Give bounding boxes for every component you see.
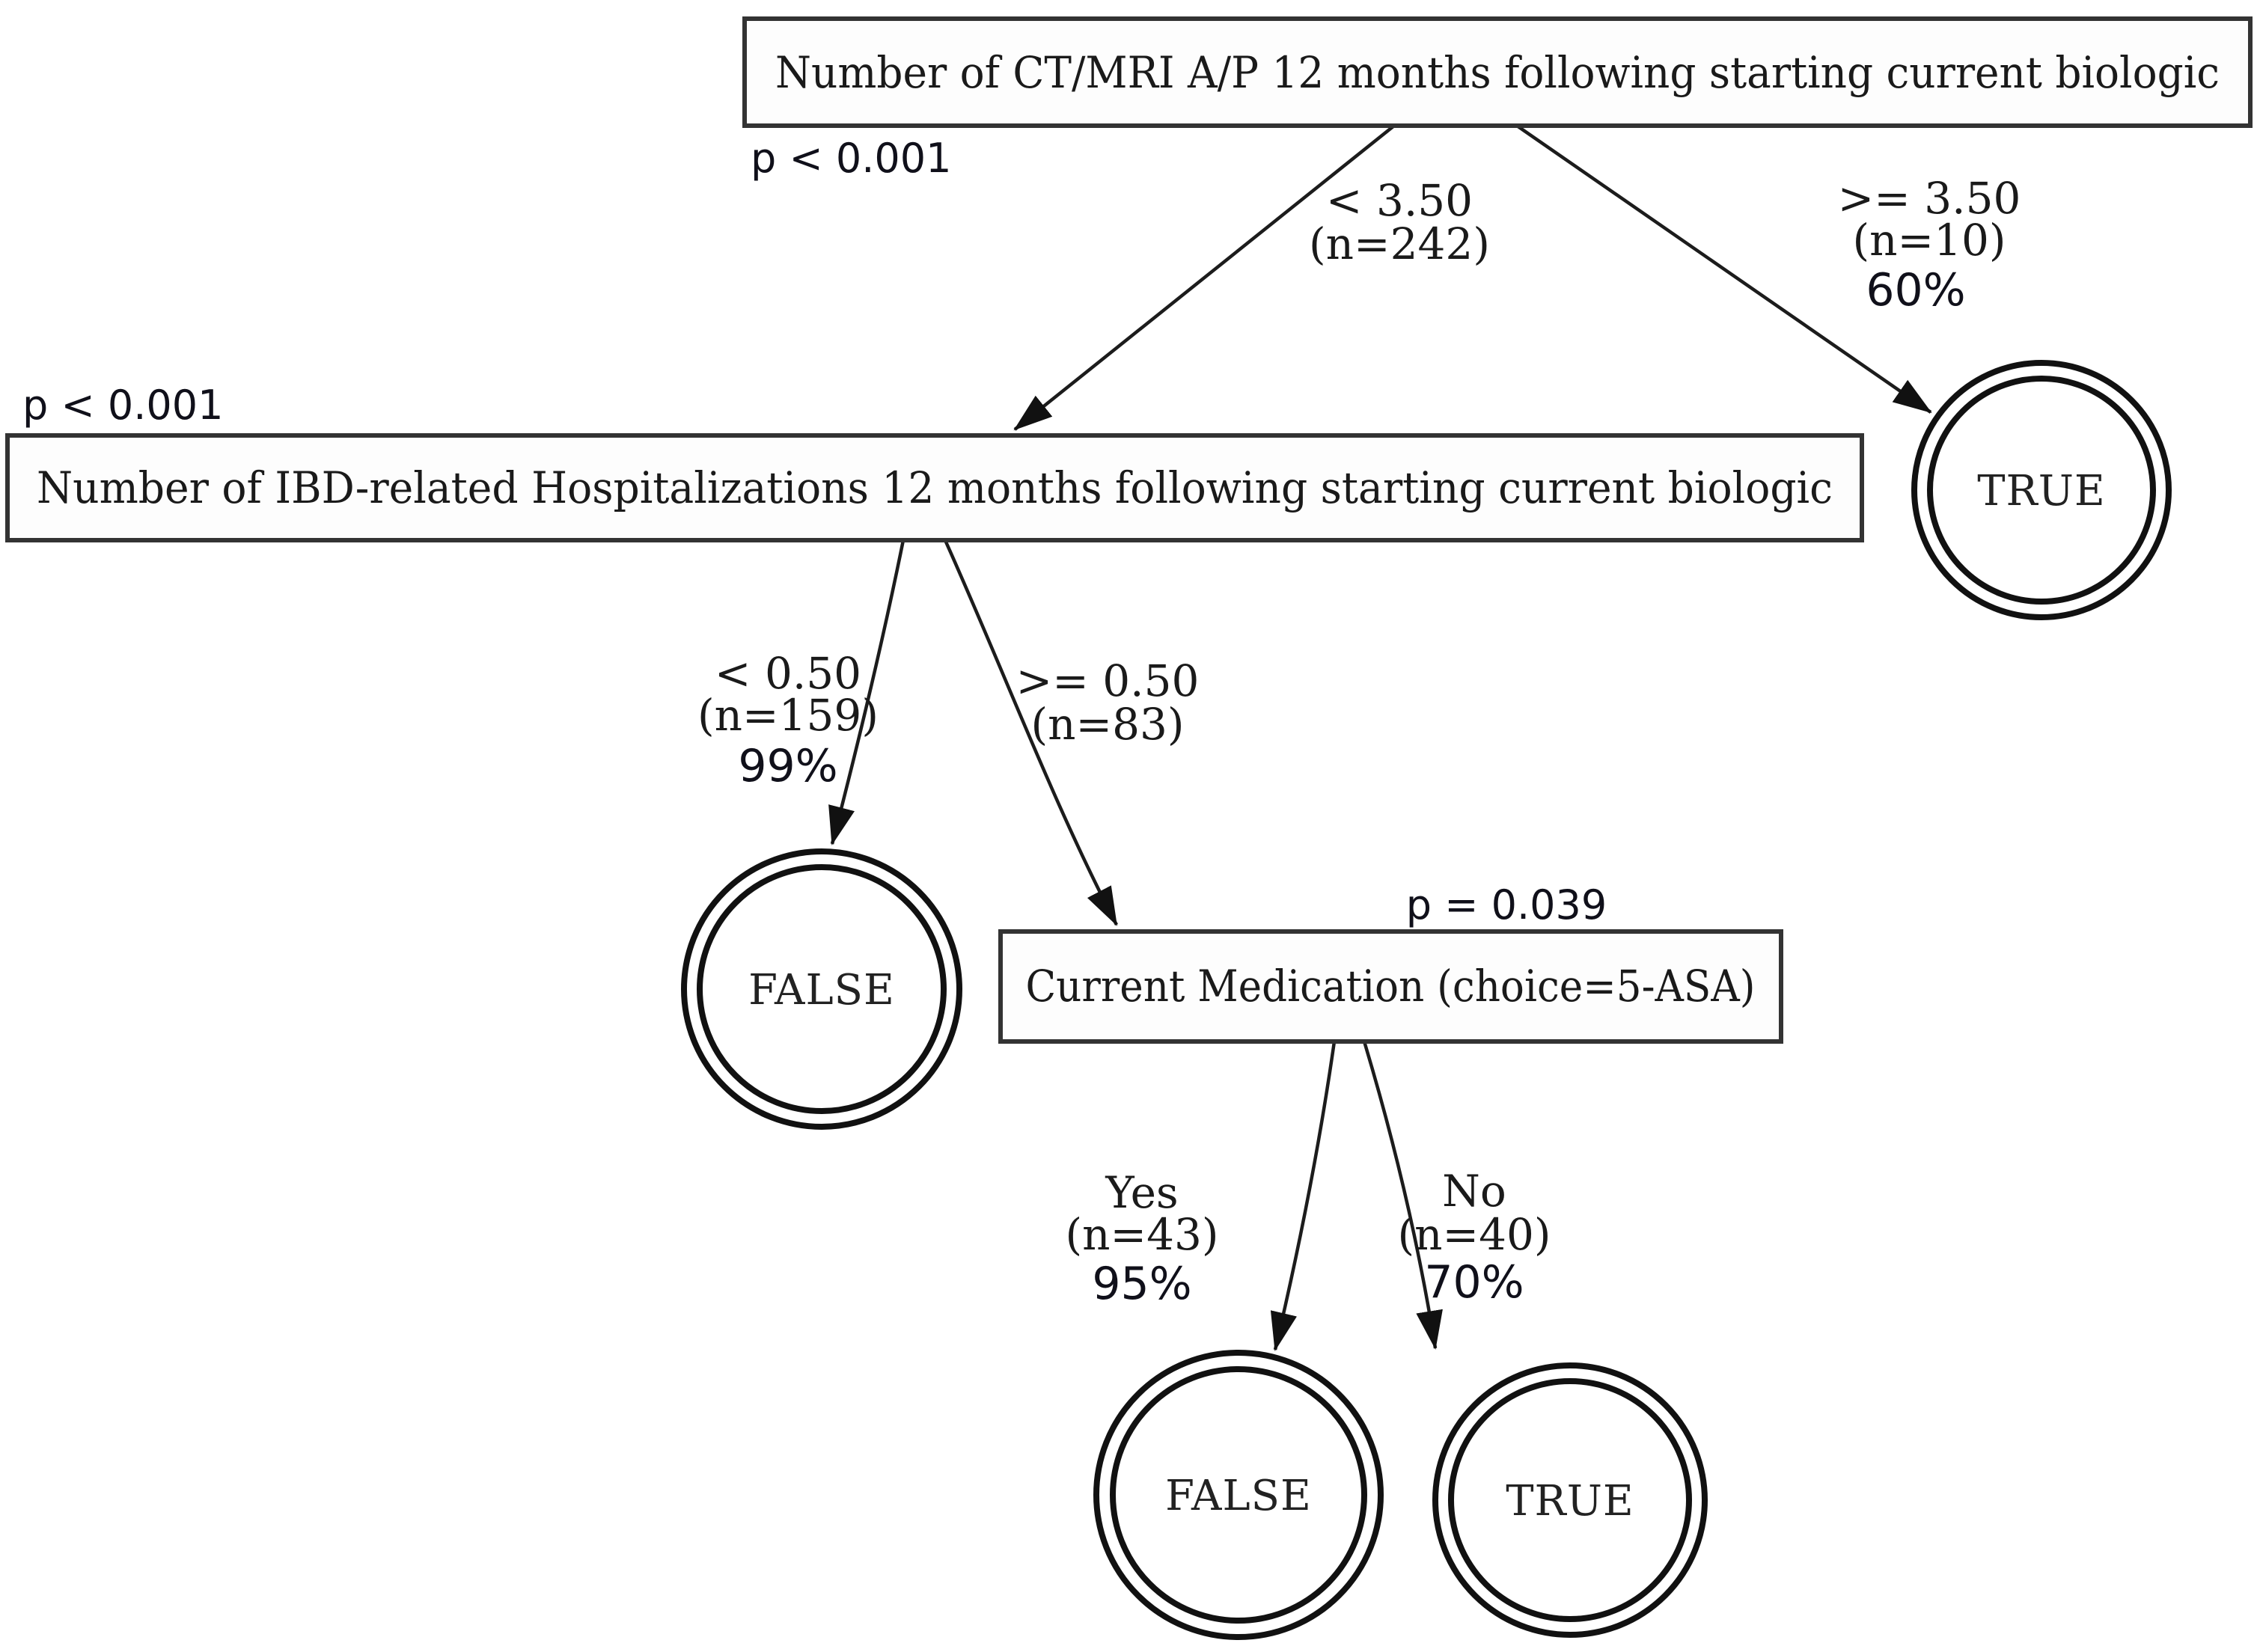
edge-root-to-true-top-leaf — [1515, 124, 1932, 414]
branch-med-right-pct: 70% — [1424, 1256, 1524, 1309]
branch-root-right-condition: >= 3.50 — [1838, 173, 2021, 224]
p-value-root: p < 0.001 — [751, 135, 951, 182]
leaf-true-top-inner-ring — [1927, 376, 2156, 605]
node-root-label: Number of CT/MRI A/P 12 months following… — [775, 47, 2220, 98]
branch-label-hosp-left: < 0.50 (n=159) 99% — [697, 648, 879, 792]
branch-label-root-left: < 3.50 (n=242) — [1309, 175, 1490, 269]
branch-label-hosp-right: >= 0.50 (n=83) — [1016, 655, 1200, 750]
node-medication: p = 0.039 Current Medication (choice=5-A… — [998, 881, 1783, 1044]
node-root-box — [742, 16, 2253, 128]
branch-hosp-left-condition: < 0.50 — [715, 648, 861, 699]
leaf-true-top: TRUE — [1911, 360, 2172, 620]
leaf-true-bottom-inner-ring — [1448, 1378, 1692, 1622]
branch-med-right-condition: No — [1442, 1166, 1506, 1217]
branch-label-med-left: Yes (n=43) 95% — [1065, 1167, 1218, 1310]
leaf-false-bottom: FALSE — [1093, 1350, 1384, 1640]
edge-hospitalizations-to-medication — [943, 539, 1118, 926]
leaf-false-bottom-inner-ring — [1110, 1366, 1367, 1624]
branch-hosp-right-condition: >= 0.50 — [1016, 655, 1200, 706]
tree-edges — [828, 124, 1932, 1351]
branch-med-left-n: (n=43) — [1065, 1209, 1218, 1260]
leaf-false-mid-label: FALSE — [748, 966, 895, 1015]
branch-label-med-right: No (n=40) 70% — [1397, 1166, 1551, 1309]
branch-med-left-pct: 95% — [1092, 1258, 1191, 1310]
leaf-true-top-label: TRUE — [1977, 467, 2106, 516]
branch-med-left-condition: Yes — [1105, 1167, 1178, 1218]
node-root: Number of CT/MRI A/P 12 months following… — [742, 16, 2253, 182]
node-hospitalizations: p < 0.001 Number of IBD-related Hospital… — [5, 382, 1864, 542]
branch-hosp-right-n: (n=83) — [1030, 699, 1184, 750]
branch-hosp-left-pct: 99% — [738, 740, 837, 792]
leaf-true-bottom: TRUE — [1432, 1362, 1708, 1638]
branch-root-right-pct: 60% — [1866, 264, 1965, 316]
branch-label-root-right: >= 3.50 (n=10) 60% — [1838, 173, 2021, 316]
branch-hosp-left-n: (n=159) — [697, 690, 879, 741]
branch-med-right-n: (n=40) — [1397, 1209, 1551, 1260]
edge-hospitalizations-to-false-mid-leaf — [828, 539, 905, 845]
edge-medication-to-true-bottom-leaf — [1362, 1041, 1443, 1350]
p-value-hospitalizations: p < 0.001 — [22, 382, 223, 429]
node-medication-label: Current Medication (choice=5-ASA) — [1026, 961, 1756, 1012]
branch-root-left-n: (n=242) — [1309, 218, 1490, 269]
leaf-true-bottom-label: TRUE — [1506, 1477, 1634, 1526]
node-medication-box — [998, 929, 1783, 1044]
leaf-false-mid: FALSE — [681, 848, 962, 1130]
branch-root-right-n: (n=10) — [1852, 215, 2006, 266]
edge-medication-to-false-bottom-leaf — [1270, 1041, 1337, 1351]
node-hospitalizations-label: Number of IBD-related Hospitalizations 1… — [37, 462, 1833, 513]
leaf-false-bottom-label: FALSE — [1165, 1472, 1312, 1520]
edge-root-to-hospitalizations — [1013, 124, 1396, 431]
node-hospitalizations-box — [5, 433, 1864, 542]
branch-root-left-condition: < 3.50 — [1326, 175, 1473, 226]
leaf-false-mid-inner-ring — [697, 864, 947, 1114]
p-value-medication: p = 0.039 — [1406, 881, 1607, 929]
